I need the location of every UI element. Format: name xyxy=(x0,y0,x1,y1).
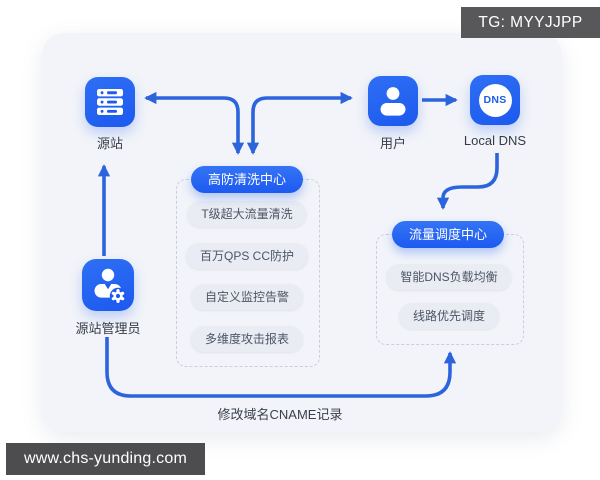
scheduler-item: 线路优先调度 xyxy=(398,303,500,329)
user-node xyxy=(368,76,418,126)
scrub-item: 自定义监控告警 xyxy=(190,284,304,310)
user-label: 用户 xyxy=(379,136,406,151)
scrub-item: T级超大流量清洗 xyxy=(187,201,307,227)
cname-note: 修改域名CNAME记录 xyxy=(217,407,343,422)
scrub-item: 多维度攻击报表 xyxy=(190,326,304,352)
watermark: www.chs-yunding.com xyxy=(6,443,205,475)
local-dns-label: Local DNS xyxy=(463,133,527,148)
dns-icon: DNS xyxy=(478,83,512,117)
origin-label: 源站 xyxy=(96,136,123,151)
scrub-item: 百万QPS CC防护 xyxy=(185,243,309,269)
user-icon xyxy=(380,87,406,116)
scheduler-center-title: 流量调度中心 xyxy=(391,221,505,248)
server-icon xyxy=(97,89,123,115)
origin-admin-node xyxy=(82,259,134,311)
admin-icon xyxy=(94,268,127,305)
origin-server-node xyxy=(85,77,135,127)
tg-badge: TG: MYYJJPP xyxy=(461,7,600,38)
gear-icon xyxy=(111,289,125,303)
origin-admin-label: 源站管理员 xyxy=(75,321,141,336)
local-dns-node: DNS xyxy=(470,75,520,125)
scrub-center-title: 高防清洗中心 xyxy=(190,166,304,193)
scheduler-item: 智能DNS负载均衡 xyxy=(386,264,512,290)
